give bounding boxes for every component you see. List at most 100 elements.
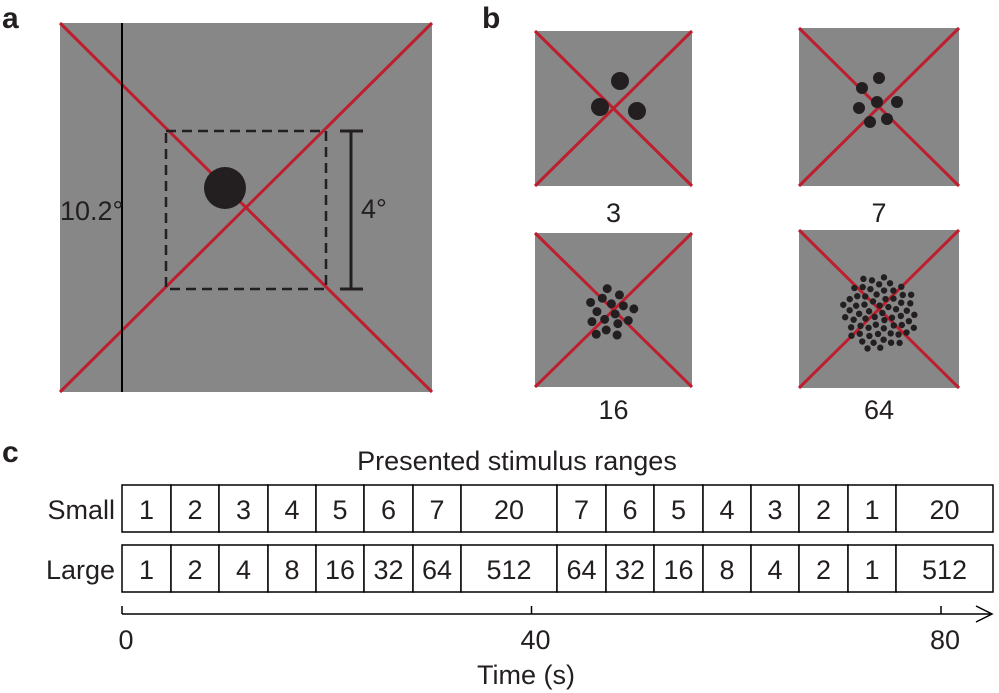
sequence-cell-value: 64 [566,555,596,585]
inner-size-bracket [340,129,363,291]
sequence-cell [702,544,752,593]
sequence-cell-value: 7 [429,495,444,525]
sequence-cell [653,544,704,593]
single-dot [204,167,246,209]
sequence-cell [121,484,172,533]
dot [601,325,611,335]
dot [905,317,913,325]
dot [882,295,889,303]
dot [896,339,903,347]
sequence-cell-value: 6 [381,495,396,525]
dot [840,301,847,308]
sequence-cell-value: 2 [187,495,202,525]
dot [592,307,602,317]
dot [890,322,897,329]
dot [880,336,887,343]
dot [898,321,906,329]
dot [897,312,905,320]
sequence-cell [605,484,655,533]
dot [910,324,918,331]
sequence-cell [556,484,607,533]
sequence-cell-value: 32 [615,555,645,585]
example-stimulus-64: 64 [797,228,961,425]
dot [850,316,857,323]
numerosity-label: 64 [864,395,894,425]
sequence-cell-value: 16 [663,555,693,585]
sequence-cell-value: 2 [816,495,831,525]
sequence-cell-value: 5 [332,495,347,525]
dot [869,298,877,305]
panel-a-letter: a [2,2,19,35]
dot [623,316,633,326]
sequence-cell-value: 2 [187,555,202,585]
dot [860,275,867,283]
dot [848,332,855,339]
sequence-cell-value: 1 [139,555,154,585]
outer-size-label: 10.2° [60,196,123,226]
dot [895,331,902,338]
sequence-cell [653,484,704,533]
dot [880,287,888,294]
sequence-cell-value: 5 [671,495,686,525]
time-tick-label: 0 [118,625,133,655]
dot [610,309,620,319]
fixation-cross-diagonal-2 [797,228,961,390]
sequence-cell [218,484,269,533]
dot [874,330,882,338]
dot [856,82,868,94]
dot [899,291,906,299]
dot [614,290,624,300]
example-stimulus-16: 16 [533,231,694,425]
dot [876,302,883,309]
time-axis-arrowhead [975,605,994,623]
dot [903,329,910,336]
dot [886,280,894,287]
dot [852,302,860,309]
dot [859,283,866,291]
sequence-cell [170,544,220,593]
time-axis-label: Time (s) [477,660,575,690]
dot [591,98,609,116]
panel-b-letter: b [482,2,500,35]
dot [873,72,885,84]
dot [611,72,629,90]
dot [855,310,863,318]
example-stimulus-7: 7 [797,26,961,228]
dot [880,274,888,281]
sequence-cell-value: 1 [864,495,879,525]
dot [887,330,894,337]
dot [881,113,893,125]
sequence-cell-value: 7 [574,495,589,525]
panel-c-title: Presented stimulus ranges [357,446,677,476]
dot [877,344,884,351]
dot [862,315,869,322]
sequence-cell-value: 1 [139,495,154,525]
dot [867,285,874,293]
dot [856,330,863,337]
dot [871,313,878,321]
dot [887,339,895,346]
sequence-cell-value: 16 [325,555,355,585]
sequence-cell-value: 3 [767,495,782,525]
sequence-cell [121,544,172,593]
dot [591,329,601,339]
dot [890,287,897,294]
sequence-cell-value: 32 [373,555,403,585]
dot [859,338,866,345]
row-label: Small [47,495,115,525]
sequence-cell-value: 4 [767,555,782,585]
numerosity-label: 16 [598,395,628,425]
dot [897,299,905,306]
dot [861,301,868,308]
dot [866,332,873,340]
sequence-cell-value: 1 [864,555,879,585]
dot [872,321,880,328]
sequence-cell [702,484,752,533]
sequence-cell [170,484,220,533]
sequence-cell-value: 8 [719,555,734,585]
